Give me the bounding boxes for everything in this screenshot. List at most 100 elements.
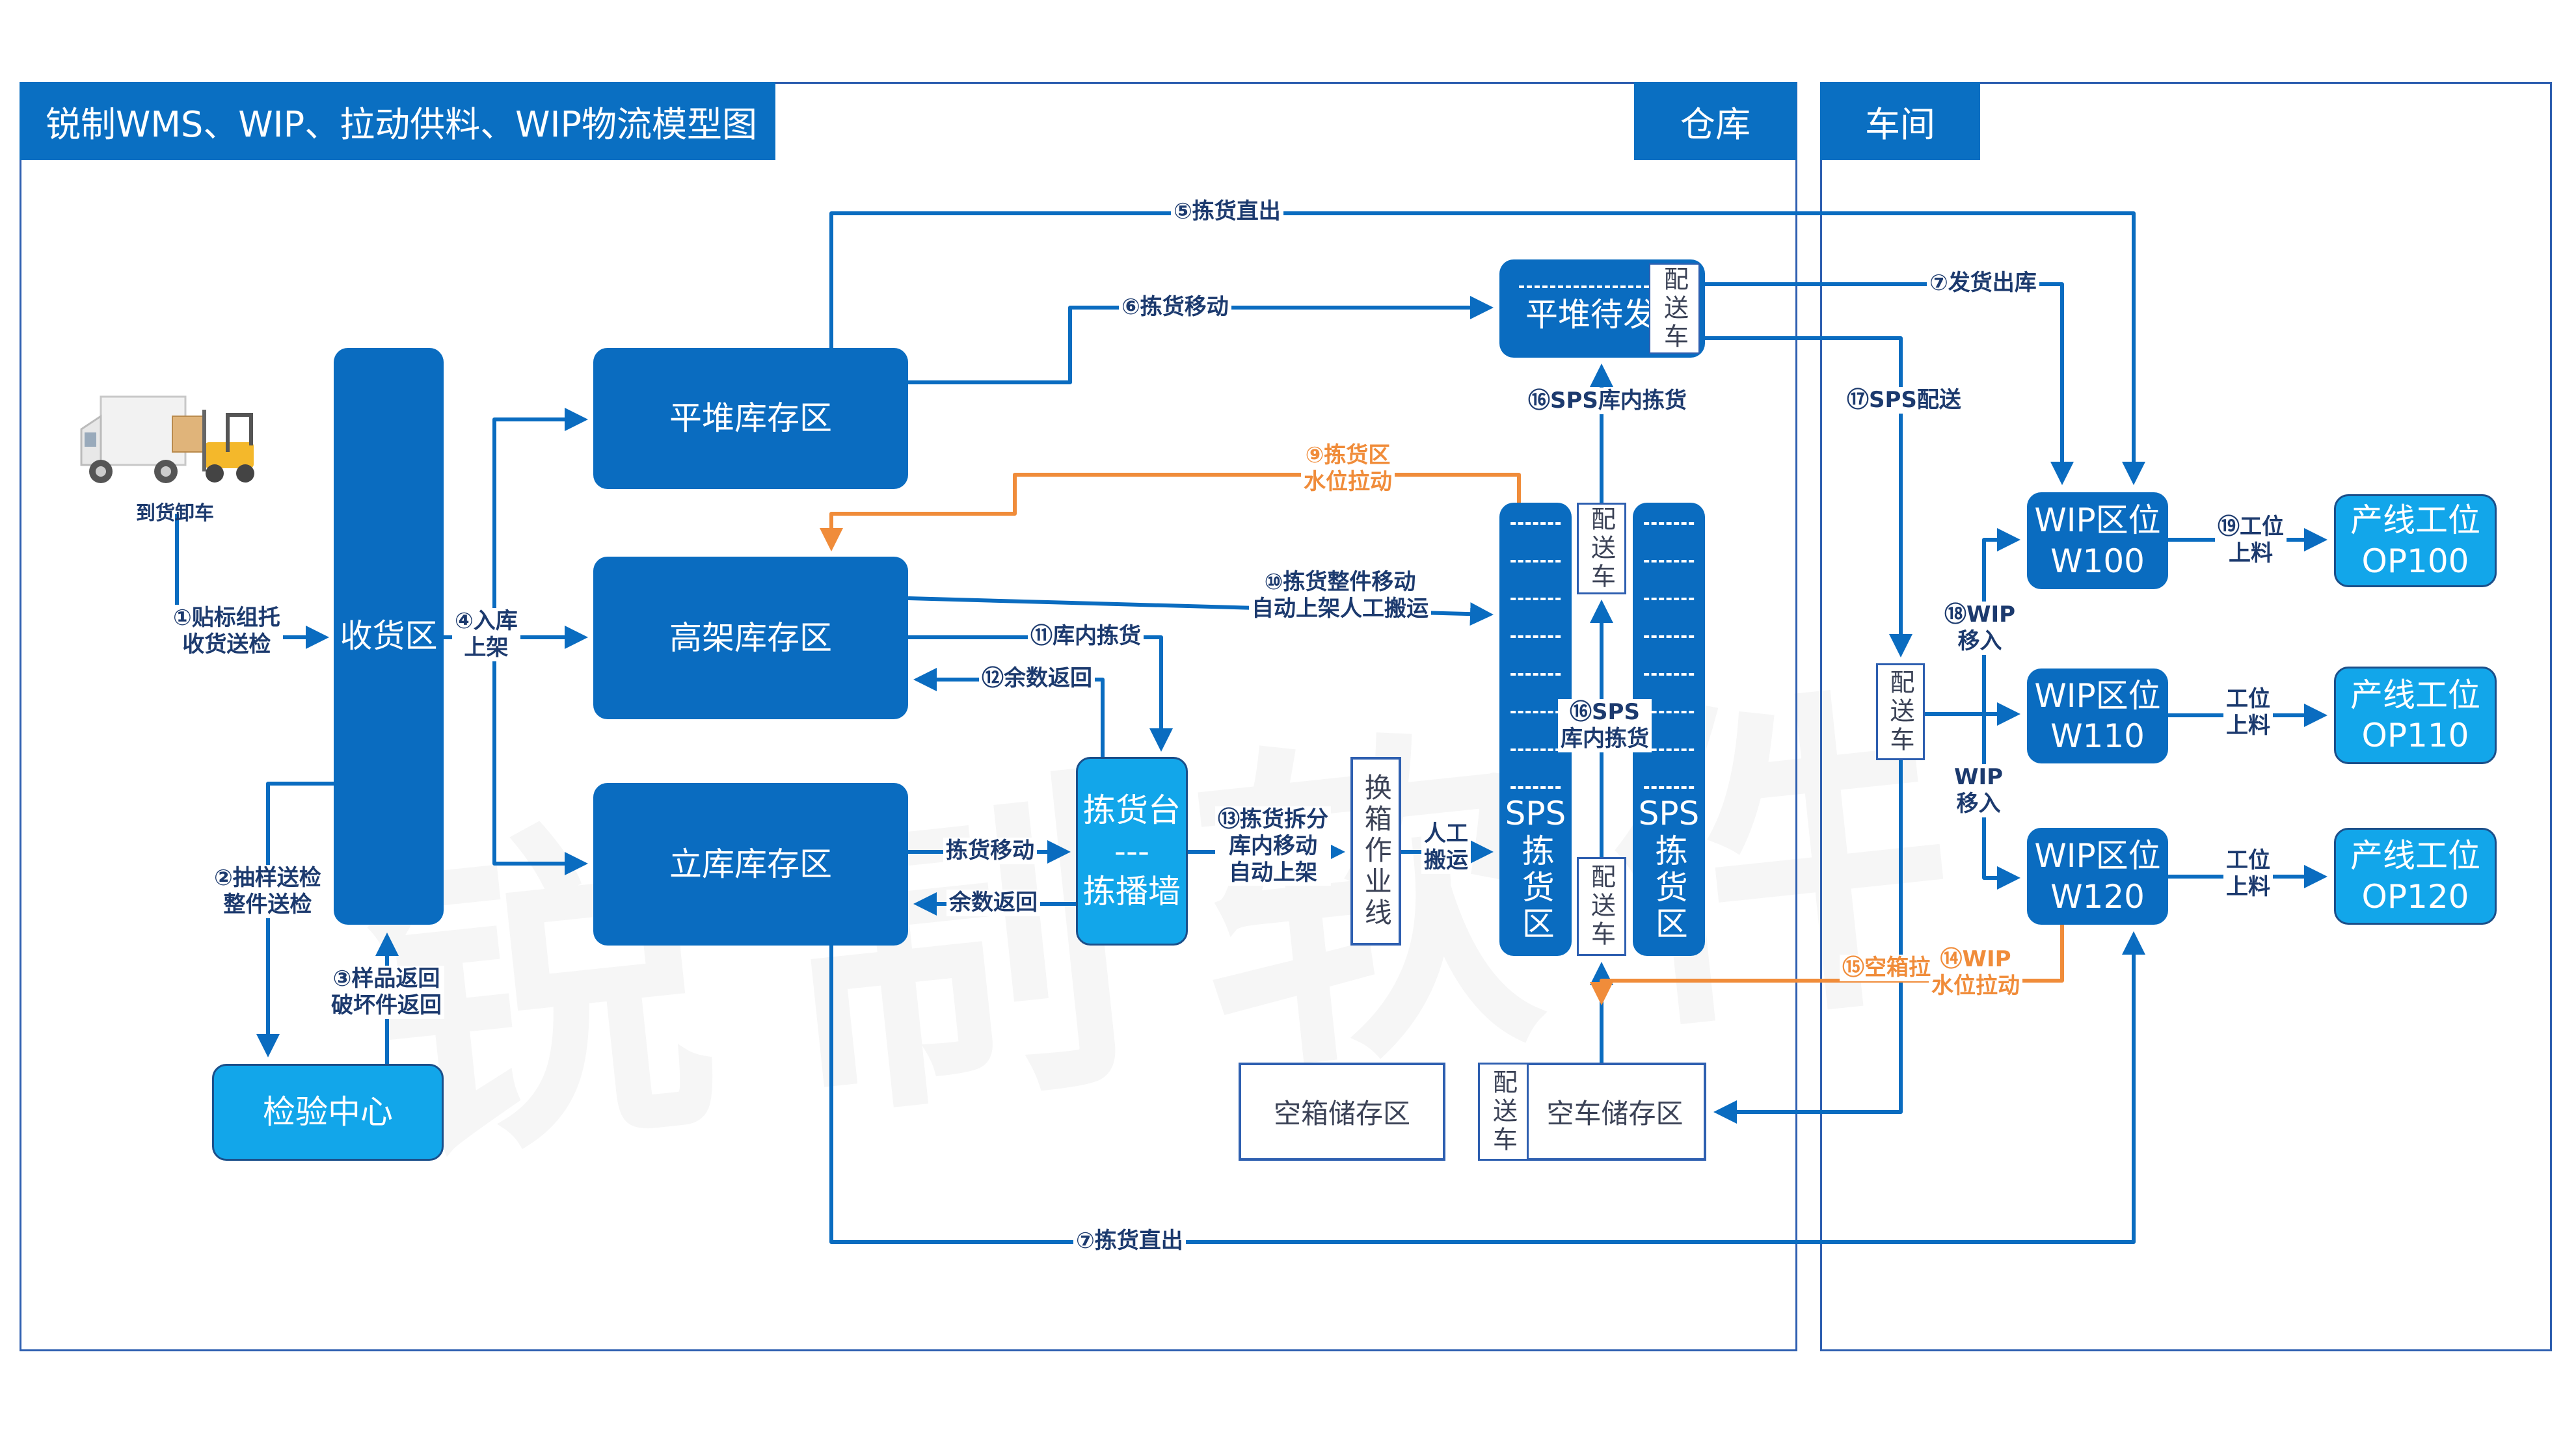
sps-cart-top[interactable]: 配送车 [1577,503,1626,594]
flow-5-label: ⑤拣货直出 [1171,198,1283,225]
workshop-cart-label: 配送车 [1886,669,1914,755]
op-120[interactable]: 产线工位 OP120 [2334,828,2497,925]
wip-w110[interactable]: WIP区位 W110 [2027,669,2168,763]
flow-4-line1: ④入库 [455,608,518,634]
feed-110-label: 工位 上料 [2223,686,2273,739]
empty-cart-storage[interactable]: 空车储存区 配送车 [1478,1063,1706,1161]
wip-w100[interactable]: WIP区位 W100 [2027,492,2168,589]
flow-9-line2: 水位拉动 [1304,468,1392,495]
flow-17-down [1713,760,1903,1124]
flow-13-line1: ⑬拣货拆分 [1218,806,1328,832]
shelf-divider [1510,598,1561,600]
op-110[interactable]: 产线工位 OP110 [2334,667,2497,764]
sps-right-bottom-label: 拣货区 [1650,834,1688,943]
shelf-divider [1510,673,1561,676]
flow-18-line2: 移入 [1957,628,2002,654]
manual-carry-label: 人工 搬运 [1421,821,1471,874]
flow-14-line1: ⑭WIP [1940,946,2011,972]
shelf-divider [1643,786,1695,789]
wip-w110-line1: WIP区位 [2034,676,2161,715]
flow-14 [1590,925,2064,1005]
flow-9 [820,473,1521,551]
flat-stock-zone[interactable]: 平堆库存区 [593,348,908,489]
flat-pending-cart[interactable]: 配送车 [1649,263,1700,354]
flow-1-label: ①贴标组托 收货送检 [170,605,283,658]
pick-station[interactable]: 拣货台 --- 拣播墙 [1076,757,1188,946]
flow-4-bottom [492,637,588,875]
flow-9-label: ⑨拣货区 水位拉动 [1301,442,1395,496]
empty-box-storage-label: 空箱储存区 [1273,1098,1410,1130]
page-title-text: 锐制WMS、WIP、拉动供料、WIP物流模型图 [46,103,758,145]
flat-pending-cart-label: 配送车 [1659,265,1689,352]
pick-station-top-label: 拣货台 [1083,791,1181,830]
wip-w120[interactable]: WIP区位 W120 [2027,828,2168,925]
flow-10-line2: 自动上架人工搬运 [1252,595,1429,622]
flow-11-label: ⑪库内拣货 [1028,623,1144,650]
pick-move-label: 拣货移动 [943,838,1037,864]
flow-4-label: ④入库 上架 [452,608,520,661]
flow-19-line2: 上料 [2229,540,2273,566]
truck-forklift-icon [75,390,283,494]
flow-17-label: ⑰SPS配送 [1844,387,1964,414]
feed-120-line2: 上料 [2226,873,2270,900]
high-rack-zone[interactable]: 高架库存区 [593,557,908,719]
tab-workshop: 车间 [1820,82,1980,160]
flow-13-label: ⑬拣货拆分 库内移动 自动上架 [1215,806,1331,886]
op-120-line2: OP120 [2361,877,2469,916]
warehouse-frame [20,82,1797,1351]
shelf-divider [1643,673,1695,676]
flow-15-label: ⑮空箱拉 [1840,955,1933,981]
sps-cart-bottom-label: 配送车 [1587,864,1616,949]
flow-7-ship-label: ⑦发货出库 [1927,270,2039,297]
receiving-zone[interactable]: 收货区 [334,348,444,925]
pick-station-bottom-label: 拣播墙 [1083,873,1181,911]
flow-7-direct [829,931,2145,1244]
shelf-divider [1643,522,1695,525]
flow-14-label: ⑭WIP 水位拉动 [1929,946,2022,1000]
flow-11 [908,635,1173,752]
flat-pending-zone[interactable]: 平堆待发 配送车 [1499,259,1705,358]
sps-pick-zone-left[interactable]: SPS 拣货区 [1499,503,1572,956]
auto-stock-zone[interactable]: 立库库存区 [593,783,908,946]
flat-pending-dash [1519,285,1649,288]
flow-4-line2: 上架 [464,634,509,661]
remainder-return-label: 余数返回 [946,890,1040,916]
flow-13-line2: 库内移动 [1229,832,1317,859]
flow-6-label: ⑥拣货移动 [1119,294,1231,321]
sps-cart-top-label: 配送车 [1587,505,1616,592]
flow-14-line2: 水位拉动 [1931,972,2020,999]
inspection-center[interactable]: 检验中心 [212,1064,444,1161]
tab-warehouse-label: 仓库 [1680,103,1751,145]
wip-w100-line1: WIP区位 [2034,501,2161,539]
empty-cart-storage-label: 空车储存区 [1546,1098,1684,1130]
high-rack-label: 高架库存区 [669,618,832,657]
box-change-line-label: 换箱作业线 [1360,773,1393,929]
op-110-line1: 产线工位 [2350,676,2480,714]
flow-10-line1: ⑩拣货整件移动 [1264,569,1416,595]
wip-w120-line2: W120 [2050,877,2145,916]
shelf-divider [1510,560,1561,563]
pick-station-separator: --- [1114,832,1150,870]
wip-in-line2: 移入 [1956,790,2001,817]
shelf-divider [1643,598,1695,600]
feed-120-line1: 工位 [2226,847,2270,873]
shelf-divider [1510,711,1561,713]
wip-w120-line1: WIP区位 [2034,837,2161,875]
flow-3-line2: 破坏件返回 [331,992,442,1018]
truck-caption: 到货卸车 [136,502,214,525]
empty-box-storage[interactable]: 空箱储存区 [1239,1063,1445,1161]
shelf-divider [1643,560,1695,563]
op-100[interactable]: 产线工位 OP100 [2334,494,2497,587]
flow-16-mid-line1: ⑯SPS [1570,699,1640,725]
shelf-divider [1643,635,1695,638]
flow-19-line1: ⑲工位 [2218,514,2284,540]
flow-3-label: ③样品返回 破坏件返回 [329,966,444,1019]
sps-cart-bottom[interactable]: 配送车 [1577,857,1626,956]
op-100-line1: 产线工位 [2350,501,2480,539]
shelf-divider [1643,711,1695,713]
flow-7-direct-label: ⑦拣货直出 [1073,1228,1186,1254]
workshop-cart[interactable]: 配送车 [1876,663,1925,760]
box-change-line[interactable]: 换箱作业线 [1350,757,1401,946]
empty-cart-tag[interactable]: 配送车 [1478,1063,1529,1161]
